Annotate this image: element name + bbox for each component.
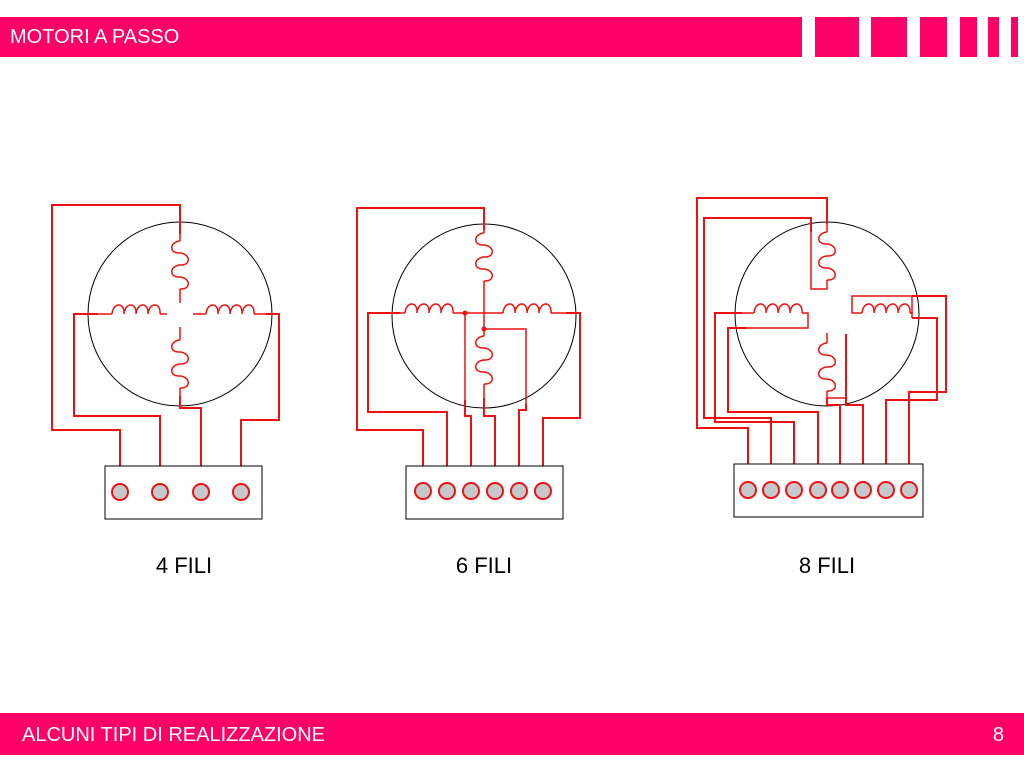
terminal-connector xyxy=(900,481,918,499)
terminal-connector xyxy=(831,481,849,499)
diagram-caption-6-wires: 6 FILI xyxy=(455,553,513,578)
terminal-connector xyxy=(534,482,552,500)
page-number: 8 xyxy=(992,724,1004,746)
terminal-connector xyxy=(486,482,504,500)
terminal-connector xyxy=(877,481,895,499)
motor-stator-circle xyxy=(87,221,273,407)
terminal-connector xyxy=(151,483,169,501)
header-decoration-block xyxy=(988,17,999,57)
header-decoration-block xyxy=(920,17,947,57)
motor-diagram-8-wires xyxy=(696,197,947,518)
terminal-connector xyxy=(111,483,129,501)
terminal-connector xyxy=(232,483,250,501)
footer-title: ALCUNI TIPI DI REALIZZAZIONE xyxy=(22,724,326,746)
terminal-connector xyxy=(414,482,432,500)
header-decoration-block xyxy=(815,17,859,57)
header-decoration-block xyxy=(1011,17,1018,57)
diagram-caption-4-wires: 4 FILI xyxy=(155,553,213,578)
terminal-connector xyxy=(510,482,528,500)
terminal-connector xyxy=(854,481,872,499)
motor-diagram-6-wires xyxy=(356,207,581,520)
footer-bar: ALCUNI TIPI DI REALIZZAZIONE 8 xyxy=(0,713,1024,755)
terminal-connector xyxy=(462,482,480,500)
terminal-connector xyxy=(739,481,757,499)
header-bar: MOTORI A PASSO xyxy=(0,17,802,57)
terminal-connector xyxy=(438,482,456,500)
header-decoration-block xyxy=(960,17,977,57)
terminal-connector xyxy=(809,481,827,499)
terminal-connector xyxy=(762,481,780,499)
terminal-connector xyxy=(192,483,210,501)
header-decoration-block xyxy=(871,17,907,57)
terminal-connector xyxy=(785,481,803,499)
motor-diagram-4-wires xyxy=(51,204,280,520)
page-title: MOTORI A PASSO xyxy=(10,26,180,48)
diagram-caption-8-wires: 8 FILI xyxy=(798,553,856,578)
